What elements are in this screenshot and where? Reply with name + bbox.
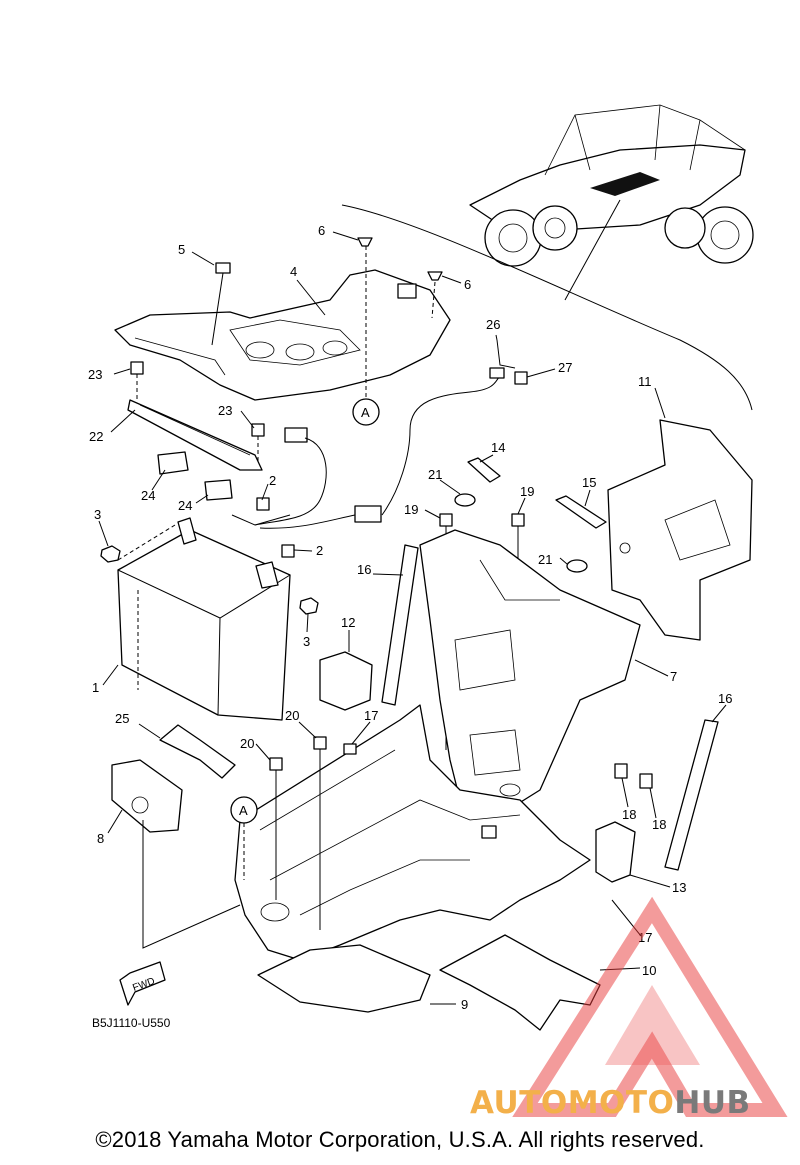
callout-3a: 3 (94, 507, 101, 522)
callout-20a: 20 (285, 708, 299, 723)
callout-17a: 17 (364, 708, 378, 723)
grommet-21a (454, 493, 476, 507)
callout-19a: 19 (404, 502, 418, 517)
callout-23b: 23 (218, 403, 232, 418)
brand-part2: HUB (674, 1085, 751, 1121)
callout-19b: 19 (520, 484, 534, 499)
callout-2a: 2 (269, 473, 276, 488)
callout-18a: 18 (622, 807, 636, 822)
watermark-brand-text: AUTOMOTOHUB (470, 1085, 751, 1121)
part-bracket-25 (159, 724, 236, 779)
bolt-6a (357, 237, 373, 400)
callout-5: 5 (178, 242, 185, 257)
callout-3b: 3 (303, 634, 310, 649)
callout-16b: 16 (718, 691, 732, 706)
callout-21b: 21 (538, 552, 552, 567)
nut-3b (299, 597, 319, 615)
callout-25: 25 (115, 711, 129, 726)
callout-14: 14 (491, 440, 505, 455)
part-sensor-26 (489, 339, 516, 379)
part-battery-1 (117, 517, 291, 721)
screw-2b (281, 544, 295, 558)
part-bracket-22 (127, 399, 263, 471)
wire-harness (231, 374, 501, 529)
part-block-6 (397, 283, 417, 299)
callout-26: 26 (486, 317, 500, 332)
part-strip-15 (555, 495, 607, 529)
callout-13: 13 (672, 880, 686, 895)
callout-4: 4 (290, 264, 297, 279)
callout-11: 11 (638, 374, 652, 389)
part-battery-tray (234, 704, 591, 961)
part-damper-10 (439, 934, 601, 1031)
bolt-27 (514, 371, 528, 385)
diagram-code: B5J1110-U550 (92, 1016, 171, 1030)
callout-23a: 23 (88, 367, 102, 382)
callout-2b: 2 (316, 543, 323, 558)
callout-9: 9 (461, 997, 468, 1012)
bolt-5 (211, 262, 231, 346)
vehicle-illustration (469, 104, 754, 301)
copyright-notice: ©2018 Yamaha Motor Corporation, U.S.A. A… (95, 1127, 705, 1152)
part-bracket-7 (419, 529, 641, 816)
fwd-arrow-icon: FWD (119, 961, 166, 1006)
callout-7: 7 (670, 669, 677, 684)
grommet-21b (566, 559, 588, 573)
screw-2a (256, 497, 270, 511)
part-12 (319, 651, 373, 711)
ref-marker-a-top-label: A (361, 405, 370, 420)
callout-8: 8 (97, 831, 104, 846)
part-strip-16b (664, 719, 719, 871)
callout-15: 15 (582, 475, 596, 490)
callout-27: 27 (558, 360, 572, 375)
part-damper-24b (204, 479, 233, 501)
watermark-logo (512, 896, 788, 1117)
callout-18b: 18 (652, 817, 666, 832)
callout-21a: 21 (428, 467, 442, 482)
brand-part1: AUTOMOTO (470, 1085, 675, 1121)
callout-6a: 6 (318, 223, 325, 238)
ref-marker-a-top (352, 398, 380, 426)
screw-20b (313, 736, 327, 930)
part-13 (595, 821, 636, 883)
part-strip-14 (467, 457, 501, 483)
callout-20b: 20 (240, 736, 254, 751)
ref-marker-a-bottom-label: A (239, 803, 248, 818)
nut-3a (100, 545, 121, 563)
part-sheet-9 (257, 944, 431, 1013)
bolt-23b (251, 423, 265, 462)
part-strip-16a (381, 544, 419, 706)
clip-18a (614, 763, 628, 779)
callout-10: 10 (642, 963, 656, 978)
callout-1: 1 (92, 680, 99, 695)
bolt-23a (130, 361, 144, 400)
screw-20a (269, 757, 283, 900)
part-pad-8 (111, 759, 183, 833)
bolt-6b (427, 271, 443, 319)
clip-18b (639, 773, 653, 789)
callout-24b: 24 (178, 498, 192, 513)
callout-22: 22 (89, 429, 103, 444)
callout-16a: 16 (357, 562, 371, 577)
callout-12: 12 (341, 615, 355, 630)
part-damper-24a (157, 451, 189, 475)
callout-24a: 24 (141, 488, 155, 503)
leader-lines (98, 231, 727, 1005)
frame-boundary-line (341, 204, 753, 411)
part-guard-11 (607, 419, 753, 641)
callout-6b: 6 (464, 277, 471, 292)
